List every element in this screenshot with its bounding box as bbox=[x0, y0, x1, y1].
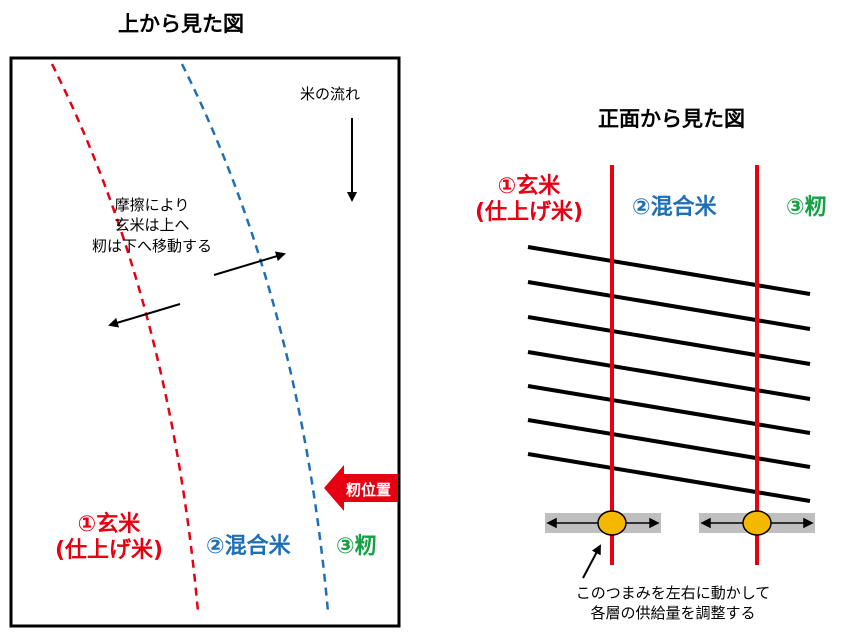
front-brown-rice-label: ①玄米 (仕上げ米) bbox=[474, 174, 584, 226]
husk-position-arrow bbox=[324, 465, 398, 511]
front-husk-label: ③籾 bbox=[786, 195, 827, 220]
husk-position-label: 籾位置 bbox=[346, 481, 392, 499]
flow-label: 米の流れ bbox=[300, 85, 361, 103]
knob-note: このつまみを左右に動かして 各層の供給量を調整する bbox=[575, 584, 771, 623]
knob-pointer-arrow bbox=[582, 544, 601, 579]
adjust-knob-left[interactable] bbox=[597, 510, 627, 536]
arrow-down-left bbox=[108, 303, 181, 328]
front-mixed-rice-label: ②混合米 bbox=[632, 195, 717, 220]
red-boundary-curve bbox=[50, 63, 200, 613]
top-view-frame bbox=[9, 56, 401, 628]
adjust-knob-right[interactable] bbox=[742, 510, 772, 536]
top-view-title: 上から見た図 bbox=[118, 12, 244, 36]
friction-note: 摩擦により 玄米は上へ 籾は下へ移動する bbox=[91, 196, 212, 255]
top-brown-rice-label: ①玄米 (仕上げ米) bbox=[54, 512, 164, 564]
blue-boundary-curve bbox=[180, 63, 330, 613]
sieve-lines bbox=[527, 245, 811, 503]
top-husk-label: ③籾 bbox=[336, 534, 377, 559]
top-mixed-rice-label: ②混合米 bbox=[206, 534, 291, 559]
arrow-up-right bbox=[213, 251, 286, 276]
front-view-title: 正面から見た図 bbox=[598, 107, 745, 131]
